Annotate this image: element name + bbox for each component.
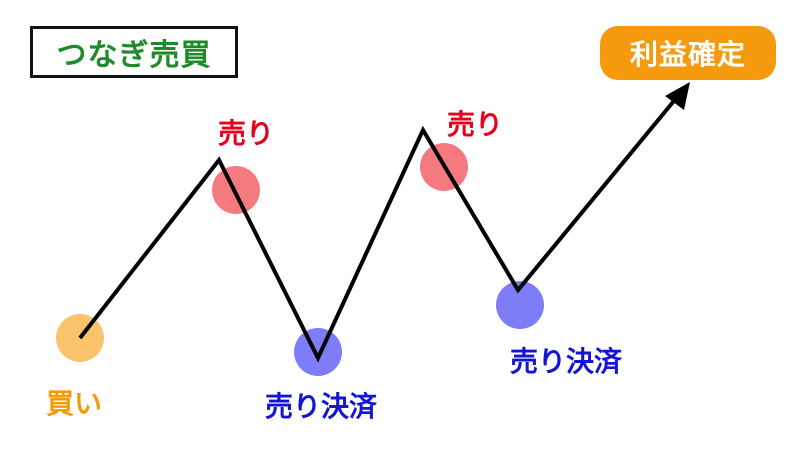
settle-marker-2: [496, 281, 544, 329]
buy-label: 買い: [46, 387, 103, 420]
arrowhead-icon: [665, 82, 690, 110]
sell-label-2: 売り: [447, 108, 504, 141]
settle-label-1: 売り決済: [265, 390, 378, 423]
profit-taking-badge: 利益確定: [600, 26, 776, 80]
settle-label-2: 売り決済: [510, 345, 623, 378]
sell-label-1: 売り: [218, 117, 275, 150]
title-text: つなぎ売買: [56, 38, 212, 73]
price-path-line: [78, 94, 680, 363]
profit-taking-text: 利益確定: [629, 38, 746, 71]
title-box: つなぎ売買: [30, 26, 238, 78]
settle-marker-1: [294, 328, 342, 376]
